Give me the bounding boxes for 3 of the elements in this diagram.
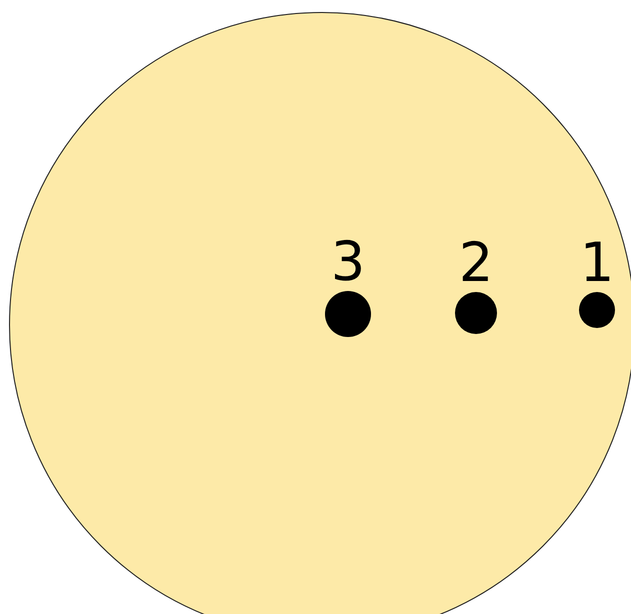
point-label: 1	[580, 236, 614, 290]
point-label: 2	[458, 236, 494, 290]
point-label: 3	[330, 235, 366, 289]
